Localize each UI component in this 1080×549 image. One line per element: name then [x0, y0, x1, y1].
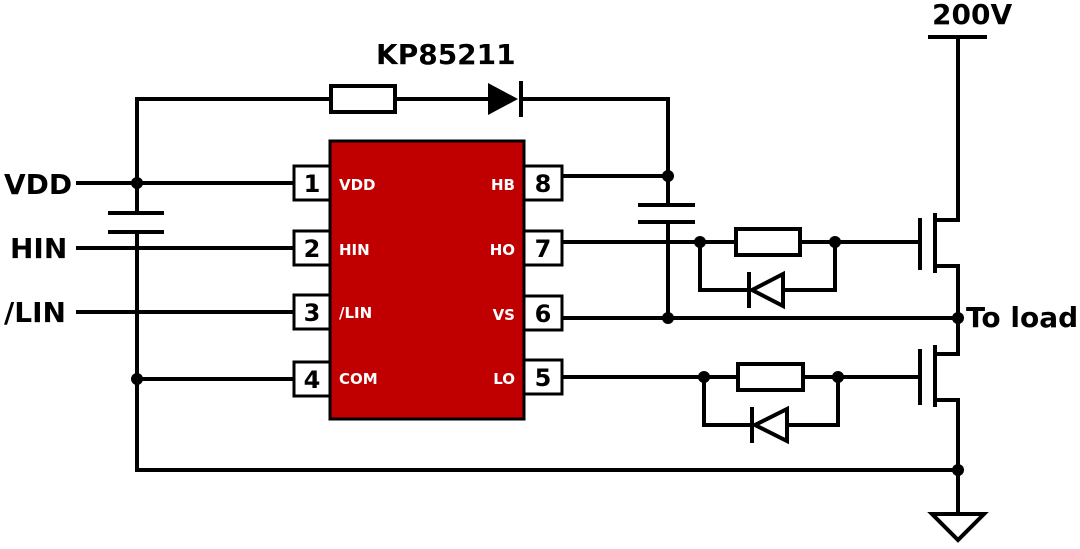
pin-3-number: 3 [304, 299, 321, 327]
pin-4-name: COM [339, 370, 378, 388]
bootstrap-resistor [329, 84, 397, 114]
wires [76, 35, 989, 543]
pin-7-box [522, 229, 564, 267]
pin-3-box [292, 293, 332, 331]
hin-input-label: HIN [10, 232, 67, 265]
bootstrap-capacitor [638, 203, 695, 224]
bootstrap-diode [488, 81, 523, 117]
pin-2-box [292, 229, 332, 267]
gate-diode-low [750, 405, 789, 445]
vdd-capacitor [108, 211, 164, 234]
pin-8-box [522, 164, 564, 202]
pin-1-name: VDD [339, 176, 376, 194]
pin-4-number: 4 [304, 366, 321, 394]
gate-resistor-high [734, 227, 802, 257]
pin-7-number: 7 [535, 235, 552, 263]
pin-4-box [292, 360, 332, 398]
pin-6-number: 6 [535, 300, 552, 328]
pin-2-name: HIN [339, 241, 370, 259]
pin-1-box [292, 164, 332, 202]
supply-label: 200V [932, 0, 1012, 31]
chip-name-label: KP85211 [376, 38, 516, 71]
pin-5-number: 5 [535, 364, 552, 392]
junction-dots [131, 170, 964, 476]
pin-8-name: HB [491, 176, 515, 194]
output-label: To load [966, 301, 1078, 334]
pin-6-box [522, 294, 564, 332]
vdd-input-label: VDD [4, 168, 72, 201]
pin-8-number: 8 [535, 170, 552, 198]
pin-2-number: 2 [304, 235, 321, 263]
lin-input-label: /LIN [4, 296, 66, 329]
pin-6-name: VS [493, 306, 515, 324]
pin-3-name: /LIN [339, 304, 372, 322]
chip-body [328, 139, 526, 421]
pin-1-number: 1 [304, 170, 321, 198]
pin-5-name: LO [493, 370, 515, 388]
pin-5-box [522, 358, 564, 396]
gate-resistor-low [736, 362, 805, 392]
gate-diode-high [747, 270, 785, 310]
pin-7-name: HO [490, 241, 515, 259]
